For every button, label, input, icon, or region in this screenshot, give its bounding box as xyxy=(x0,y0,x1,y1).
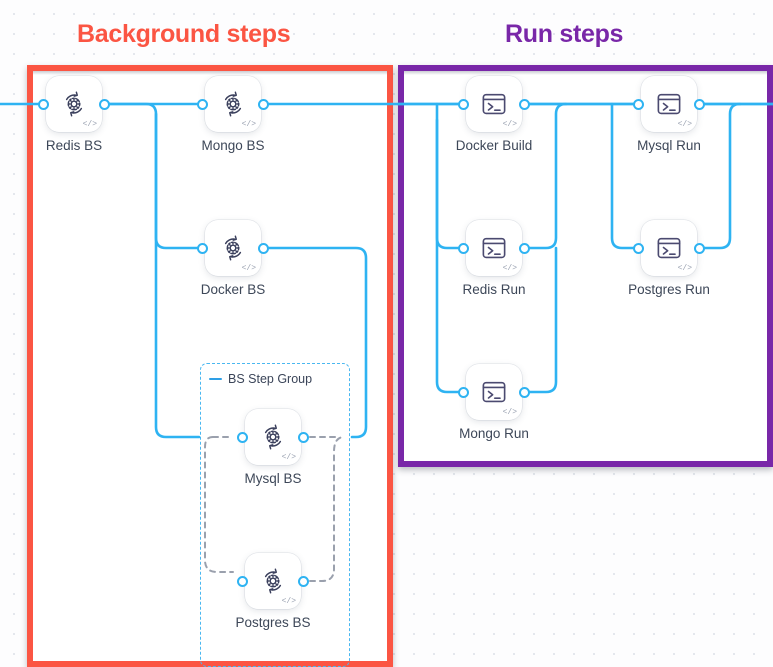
code-badge-icon[interactable]: </> xyxy=(502,264,517,273)
node-port-out[interactable] xyxy=(298,575,309,587)
node-mysql-run[interactable]: </> Mysql Run xyxy=(633,76,705,153)
code-badge-icon[interactable]: </> xyxy=(241,120,256,129)
node-mysql-bs[interactable]: </> Mysql BS xyxy=(237,409,309,486)
code-badge-icon[interactable]: </> xyxy=(502,120,517,129)
code-badge-icon[interactable]: </> xyxy=(281,597,296,606)
node-card[interactable]: </> xyxy=(245,409,301,465)
node-label: Docker Build xyxy=(455,138,533,153)
node-port-out[interactable] xyxy=(519,98,530,110)
node-port-out[interactable] xyxy=(694,98,705,110)
terminal-icon xyxy=(654,233,684,263)
terminal-icon xyxy=(479,89,509,119)
code-badge-icon[interactable]: </> xyxy=(281,453,296,462)
node-label: Redis Run xyxy=(462,282,526,297)
edge-docker-build-mongo-run xyxy=(435,118,462,394)
section-title-background-steps: Background steps xyxy=(77,20,291,48)
edge-mysql-run-postgres-run xyxy=(610,102,637,250)
node-port-in[interactable] xyxy=(197,98,208,110)
node-port-in[interactable] xyxy=(458,98,469,110)
collapse-minus-icon[interactable] xyxy=(209,377,222,381)
edge-docker-bs-group-merge xyxy=(265,246,368,439)
node-port-in[interactable] xyxy=(38,98,49,110)
node-port-in[interactable] xyxy=(633,242,644,254)
node-port-out[interactable] xyxy=(298,431,309,443)
bs-step-group-label: BS Step Group xyxy=(228,372,313,386)
edge-redis-bs-docker-bs xyxy=(106,102,201,250)
edge-postgres-bs-group-out xyxy=(309,436,345,582)
gear-sync-icon xyxy=(218,89,248,119)
edge-postgres-run-bus xyxy=(701,102,742,250)
node-label: Postgres BS xyxy=(235,615,311,630)
gear-sync-icon xyxy=(59,89,89,119)
node-card[interactable]: </> xyxy=(245,553,301,609)
node-port-out[interactable] xyxy=(99,98,110,110)
node-redis-run[interactable]: </> Redis Run xyxy=(458,220,530,297)
node-port-in[interactable] xyxy=(633,98,644,110)
terminal-icon xyxy=(479,233,509,263)
node-docker-bs[interactable]: </> Docker BS xyxy=(197,220,269,297)
node-label: Redis BS xyxy=(45,138,103,153)
node-postgres-run[interactable]: </> Postgres Run xyxy=(628,220,710,297)
edge-docker-build-redis-run xyxy=(435,102,462,250)
node-docker-build[interactable]: </> Docker Build xyxy=(456,76,532,153)
node-port-out[interactable] xyxy=(519,242,530,254)
node-port-out[interactable] xyxy=(258,242,269,254)
node-label: Postgres Run xyxy=(628,282,710,297)
node-label: Mysql Run xyxy=(637,138,701,153)
node-postgres-bs[interactable]: </> Postgres BS xyxy=(235,553,311,630)
node-label: Mongo BS xyxy=(201,138,265,153)
code-badge-icon[interactable]: </> xyxy=(677,264,692,273)
node-card[interactable]: </> xyxy=(641,220,697,276)
code-badge-icon[interactable]: </> xyxy=(677,120,692,129)
node-card[interactable]: </> xyxy=(466,364,522,420)
node-label: Docker BS xyxy=(200,282,266,297)
code-badge-icon[interactable]: </> xyxy=(82,120,97,129)
node-card[interactable]: </> xyxy=(466,220,522,276)
edge-mongo-run-mysql-run xyxy=(526,246,558,394)
node-label: Mongo Run xyxy=(459,426,529,441)
node-port-in[interactable] xyxy=(237,431,248,443)
gear-sync-icon xyxy=(218,233,248,263)
section-box-run-steps[interactable] xyxy=(398,65,773,467)
terminal-icon xyxy=(479,377,509,407)
edge-redis-bs-step-group xyxy=(154,112,201,439)
node-port-in[interactable] xyxy=(458,242,469,254)
node-card[interactable]: </> xyxy=(641,76,697,132)
bs-step-group-header[interactable]: BS Step Group xyxy=(209,372,312,386)
node-mongo-bs[interactable]: </> Mongo BS xyxy=(197,76,269,153)
node-card[interactable]: </> xyxy=(46,76,102,132)
node-port-in[interactable] xyxy=(237,575,248,587)
node-port-out[interactable] xyxy=(519,386,530,398)
node-redis-bs[interactable]: </> Redis BS xyxy=(38,76,110,153)
node-card[interactable]: </> xyxy=(466,76,522,132)
node-port-out[interactable] xyxy=(258,98,269,110)
node-card[interactable]: </> xyxy=(205,76,261,132)
node-card[interactable]: </> xyxy=(205,220,261,276)
node-port-in[interactable] xyxy=(197,242,208,254)
node-port-out[interactable] xyxy=(694,242,705,254)
edge-redis-run-mysql-run xyxy=(526,102,568,250)
node-label: Mysql BS xyxy=(244,471,302,486)
section-title-run-steps: Run steps xyxy=(505,20,624,48)
gear-sync-icon xyxy=(258,422,288,452)
edge-group-in-postgres-bs xyxy=(204,436,234,573)
node-mongo-run[interactable]: </> Mongo Run xyxy=(458,364,530,441)
terminal-icon xyxy=(654,89,684,119)
section-box-background-steps[interactable] xyxy=(27,65,393,667)
node-port-in[interactable] xyxy=(458,386,469,398)
code-badge-icon[interactable]: </> xyxy=(502,408,517,417)
code-badge-icon[interactable]: </> xyxy=(241,264,256,273)
gear-sync-icon xyxy=(258,566,288,596)
